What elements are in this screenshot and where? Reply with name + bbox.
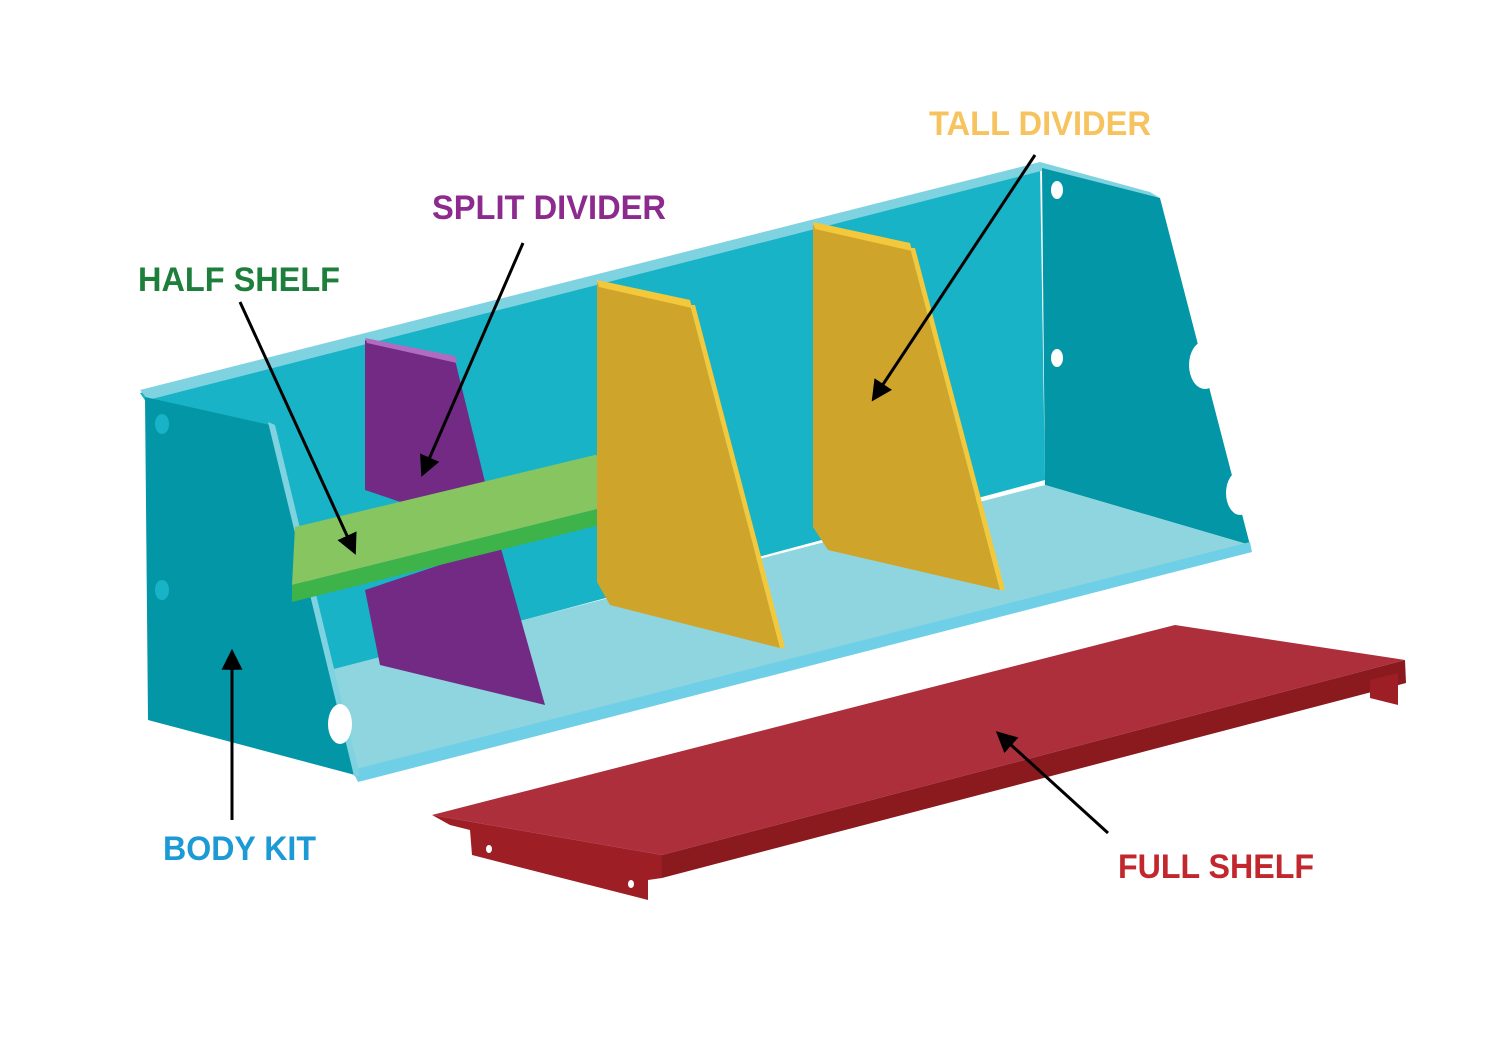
cutout <box>328 704 352 744</box>
tall-divider-2 <box>813 222 1005 590</box>
body-floor-front-edge <box>352 542 1252 782</box>
tall-divider-1 <box>597 280 785 648</box>
mounting-hole <box>155 414 169 434</box>
body-kit-label: BODY KIT <box>163 830 316 868</box>
body-right-end-panel <box>1042 168 1250 545</box>
mounting-hole <box>1051 181 1063 199</box>
split-divider-upper <box>365 340 498 535</box>
split-divider-label: SPLIT DIVIDER <box>432 189 666 227</box>
half-shelf-label: HALF SHELF <box>138 261 340 299</box>
full-shelf <box>432 625 1406 900</box>
tall-divider-panel <box>597 283 780 648</box>
split-divider <box>365 338 545 705</box>
full-shelf-right-flange <box>1370 673 1398 705</box>
tall-divider-top-flange <box>813 222 912 251</box>
mounting-hole <box>628 880 634 888</box>
tall-divider-edge <box>910 248 1005 590</box>
split-divider-top-flange <box>365 338 457 363</box>
body-left-end-flange <box>268 422 360 776</box>
tall-divider-arrow <box>871 154 1037 402</box>
tall-divider-label: TALL DIVIDER <box>929 105 1151 143</box>
full-shelf-arrow <box>995 731 1110 835</box>
tall-divider-edge <box>690 305 785 648</box>
cutout <box>1189 341 1221 389</box>
callout-arrows <box>221 154 1110 835</box>
body-floor <box>330 485 1250 775</box>
half-shelf-arrow <box>238 301 357 555</box>
mounting-hole <box>486 845 492 853</box>
body-left-end-panel <box>145 397 355 775</box>
split-divider-arrow <box>420 242 525 477</box>
tall-divider-panel <box>813 225 1000 590</box>
tall-divider-top-flange <box>597 280 692 308</box>
mounting-hole <box>155 580 169 600</box>
cutout <box>1226 471 1254 515</box>
mounting-hole <box>1051 349 1063 367</box>
full-shelf-label: FULL SHELF <box>1118 848 1314 886</box>
full-shelf-left-flange <box>432 815 662 900</box>
split-divider-lower <box>365 545 545 705</box>
full-shelf-top <box>432 625 1405 855</box>
full-shelf-front-lip <box>662 660 1406 878</box>
